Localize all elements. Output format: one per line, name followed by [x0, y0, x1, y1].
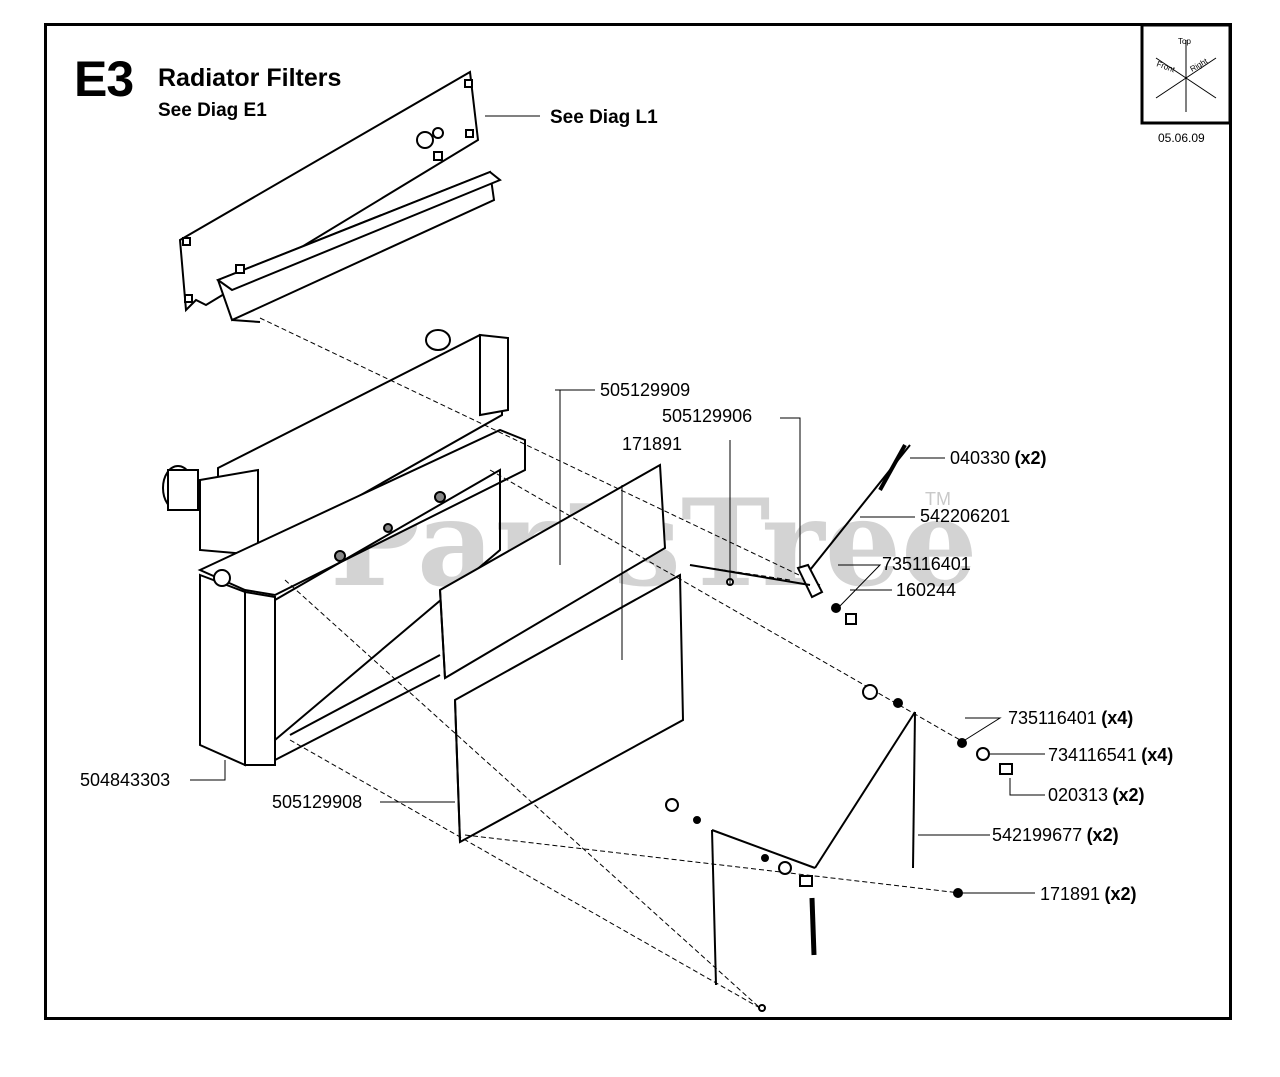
- part-quantity: (x2): [1104, 884, 1137, 904]
- leader-lines: [190, 115, 1045, 894]
- part-quantity: (x2): [1014, 448, 1047, 468]
- orientation-right-label: Right: [1189, 56, 1210, 74]
- clips-and-springs: [665, 444, 1013, 1012]
- part-label-171891-x2[interactable]: 171891 (x2): [1040, 884, 1137, 905]
- filter-505129908: [453, 573, 685, 844]
- part-number[interactable]: 505129906: [662, 406, 753, 426]
- part-label-504843303[interactable]: 504843303: [80, 770, 170, 791]
- part-label-040330[interactable]: 040330 (x2): [950, 448, 1047, 469]
- part-label-160244[interactable]: 160244: [896, 580, 956, 601]
- diagram-frame: [44, 23, 1232, 1020]
- part-label-735116401-x4[interactable]: 735116401 (x4): [1008, 708, 1133, 729]
- part-label-735116401[interactable]: 735116401: [882, 554, 971, 575]
- ref-diag-l1: See Diag L1: [550, 107, 658, 128]
- part-label-505129909[interactable]: 505129909: [600, 380, 690, 401]
- part-label-542199677[interactable]: 542199677 (x2): [992, 825, 1119, 846]
- part-quantity: (x2): [1112, 785, 1145, 805]
- section-code: E3: [74, 51, 134, 107]
- orientation-top-label: Top: [1178, 37, 1191, 46]
- part-number[interactable]: 735116401: [882, 554, 971, 574]
- page-title: Radiator Filters: [158, 64, 342, 92]
- part-label-171891[interactable]: 171891: [622, 434, 682, 455]
- part-quantity: (x2): [1086, 825, 1119, 845]
- part-number[interactable]: 542199677: [992, 825, 1083, 845]
- part-label-505129906[interactable]: 505129906: [662, 406, 752, 427]
- radiator-core: [197, 428, 526, 767]
- part-number[interactable]: 542206201: [920, 506, 1011, 526]
- part-number[interactable]: 020313: [1048, 785, 1109, 805]
- watermark-tm: TM: [925, 489, 951, 509]
- part-label-734116541[interactable]: 734116541 (x4): [1048, 745, 1173, 766]
- part-number[interactable]: 505129909: [600, 380, 691, 400]
- filter-505129909: [438, 463, 667, 680]
- diagram-date: 05.06.09: [1158, 131, 1205, 145]
- part-number[interactable]: 734116541: [1048, 745, 1137, 765]
- part-quantity: (x4): [1141, 745, 1174, 765]
- part-label-505129908[interactable]: 505129908: [272, 792, 362, 813]
- part-number[interactable]: 040330: [950, 448, 1011, 468]
- part-number[interactable]: 171891: [622, 434, 683, 454]
- part-number[interactable]: 505129908: [272, 792, 363, 812]
- orientation-front-label: Front: [1155, 59, 1176, 74]
- part-number[interactable]: 735116401: [1008, 708, 1097, 728]
- upper-bracket: [178, 70, 502, 323]
- part-number[interactable]: 171891: [1040, 884, 1101, 904]
- part-number[interactable]: 160244: [896, 580, 957, 600]
- part-quantity: (x4): [1101, 708, 1134, 728]
- part-label-542206201[interactable]: 542206201: [920, 506, 1010, 527]
- part-label-020313[interactable]: 020313 (x2): [1048, 785, 1145, 806]
- radiator-top-tank: [162, 329, 509, 557]
- ref-diag-e1: See Diag E1: [158, 100, 267, 121]
- orientation-box: Top Front Right: [1140, 23, 1232, 125]
- part-number[interactable]: 504843303: [80, 770, 171, 790]
